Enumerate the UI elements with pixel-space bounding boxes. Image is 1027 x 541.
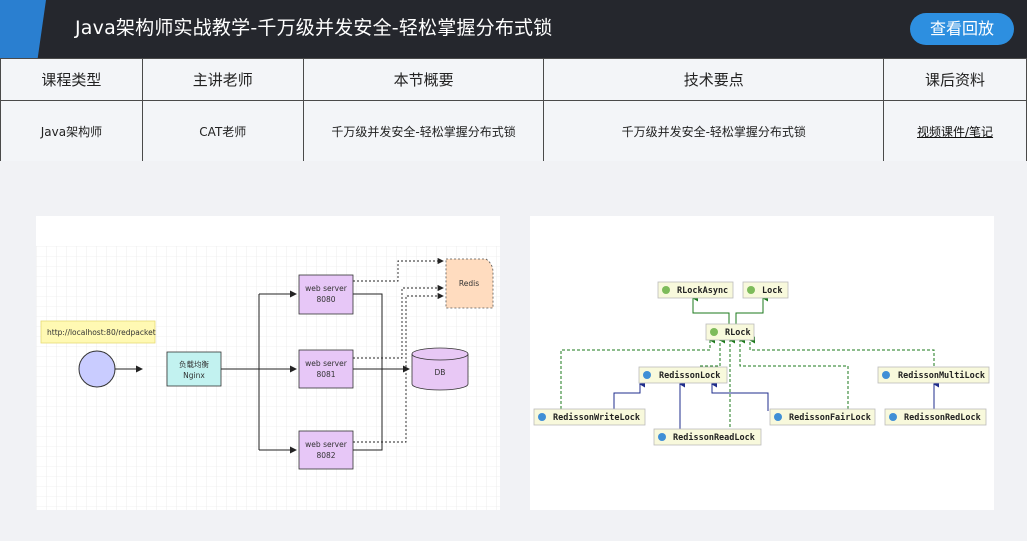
svg-text:Lock: Lock <box>762 286 782 296</box>
svg-text:RedissonFairLock: RedissonFairLock <box>789 412 871 423</box>
cell-course-type: Java架构师 <box>0 100 143 162</box>
svg-text:RedissonRedLock: RedissonRedLock <box>904 412 981 423</box>
materials-link[interactable]: 视频课件/笔记 <box>917 124 994 139</box>
class-node-redissonlock: RedissonLock <box>638 366 728 384</box>
cell-key-points: 千万级并发安全-轻松掌握分布式锁 <box>543 100 885 162</box>
class-node-redissonwritelock: RedissonWriteLock <box>533 408 646 426</box>
svg-text:Nginx: Nginx <box>183 371 205 380</box>
class-node-rlockasync: RLockAsync <box>657 281 734 299</box>
web-server-8082: web server 8082 <box>298 430 354 470</box>
architecture-diagram-image[interactable]: http://localhost:80/redpacket 负载均衡 Nginx… <box>36 216 500 510</box>
svg-text:RedissonMultiLock: RedissonMultiLock <box>898 370 985 381</box>
svg-text:DB: DB <box>435 368 446 377</box>
client-node <box>78 350 116 388</box>
svg-text:8080: 8080 <box>316 295 335 304</box>
table-row: Java架构师 CAT老师 千万级并发安全-轻松掌握分布式锁 千万级并发安全-轻… <box>0 100 1027 162</box>
svg-text:http://localhost:80/redpacket: http://localhost:80/redpacket <box>47 328 156 337</box>
url-note: http://localhost:80/redpacket <box>40 320 156 344</box>
class-node-redissonmultilock: RedissonMultiLock <box>877 366 990 384</box>
view-replay-button[interactable]: 查看回放 <box>910 13 1014 45</box>
svg-text:web server: web server <box>305 440 348 449</box>
nginx-node: 负载均衡 Nginx <box>166 351 222 387</box>
header-key-points: 技术要点 <box>543 58 885 101</box>
web-server-8081: web server 8081 <box>298 349 354 389</box>
header-teacher: 主讲老师 <box>141 58 304 101</box>
header-materials: 课后资料 <box>883 58 1027 101</box>
svg-text:RedissonLock: RedissonLock <box>659 370 720 381</box>
svg-text:8081: 8081 <box>316 370 335 379</box>
cell-materials: 视频课件/笔记 <box>883 100 1027 162</box>
svg-text:8082: 8082 <box>316 451 335 460</box>
class-node-rlock: RLock <box>705 323 755 341</box>
redis-node: Redis <box>445 258 494 309</box>
web-server-8080: web server 8080 <box>298 274 354 315</box>
class-hierarchy-diagram-image[interactable]: RLockAsync Lock RLock RedissonLock Redis <box>530 216 994 510</box>
header-summary: 本节概要 <box>302 58 545 101</box>
svg-text:web server: web server <box>305 284 348 293</box>
svg-text:RLockAsync: RLockAsync <box>677 286 728 296</box>
svg-text:web server: web server <box>305 359 348 368</box>
svg-text:RedissonReadLock: RedissonReadLock <box>673 432 755 443</box>
class-node-redissonreadlock: RedissonReadLock <box>653 428 762 446</box>
class-node-redissonfairlock: RedissonFairLock <box>769 408 876 426</box>
class-node-redissonredlock: RedissonRedLock <box>884 408 987 426</box>
course-info-table: 课程类型 主讲老师 本节概要 技术要点 课后资料 Java架构师 CAT老师 千… <box>0 58 1027 162</box>
svg-text:RedissonWriteLock: RedissonWriteLock <box>553 412 640 423</box>
top-bar: Java架构师实战教学-千万级并发安全-轻松掌握分布式锁 查看回放 <box>0 0 1027 58</box>
svg-text:Redis: Redis <box>459 279 479 288</box>
cell-teacher: CAT老师 <box>141 100 304 162</box>
header-course-type: 课程类型 <box>0 58 143 101</box>
svg-text:负载均衡: 负载均衡 <box>179 359 209 369</box>
diagram-gallery: http://localhost:80/redpacket 负载均衡 Nginx… <box>0 161 1027 541</box>
cell-summary: 千万级并发安全-轻松掌握分布式锁 <box>302 100 545 162</box>
page-title: Java架构师实战教学-千万级并发安全-轻松掌握分布式锁 <box>75 17 553 39</box>
db-node: DB <box>411 347 469 391</box>
table-header-row: 课程类型 主讲老师 本节概要 技术要点 课后资料 <box>0 58 1027 101</box>
header-accent <box>0 0 46 58</box>
svg-text:RLock: RLock <box>725 328 751 338</box>
class-node-lock: Lock <box>742 281 789 299</box>
